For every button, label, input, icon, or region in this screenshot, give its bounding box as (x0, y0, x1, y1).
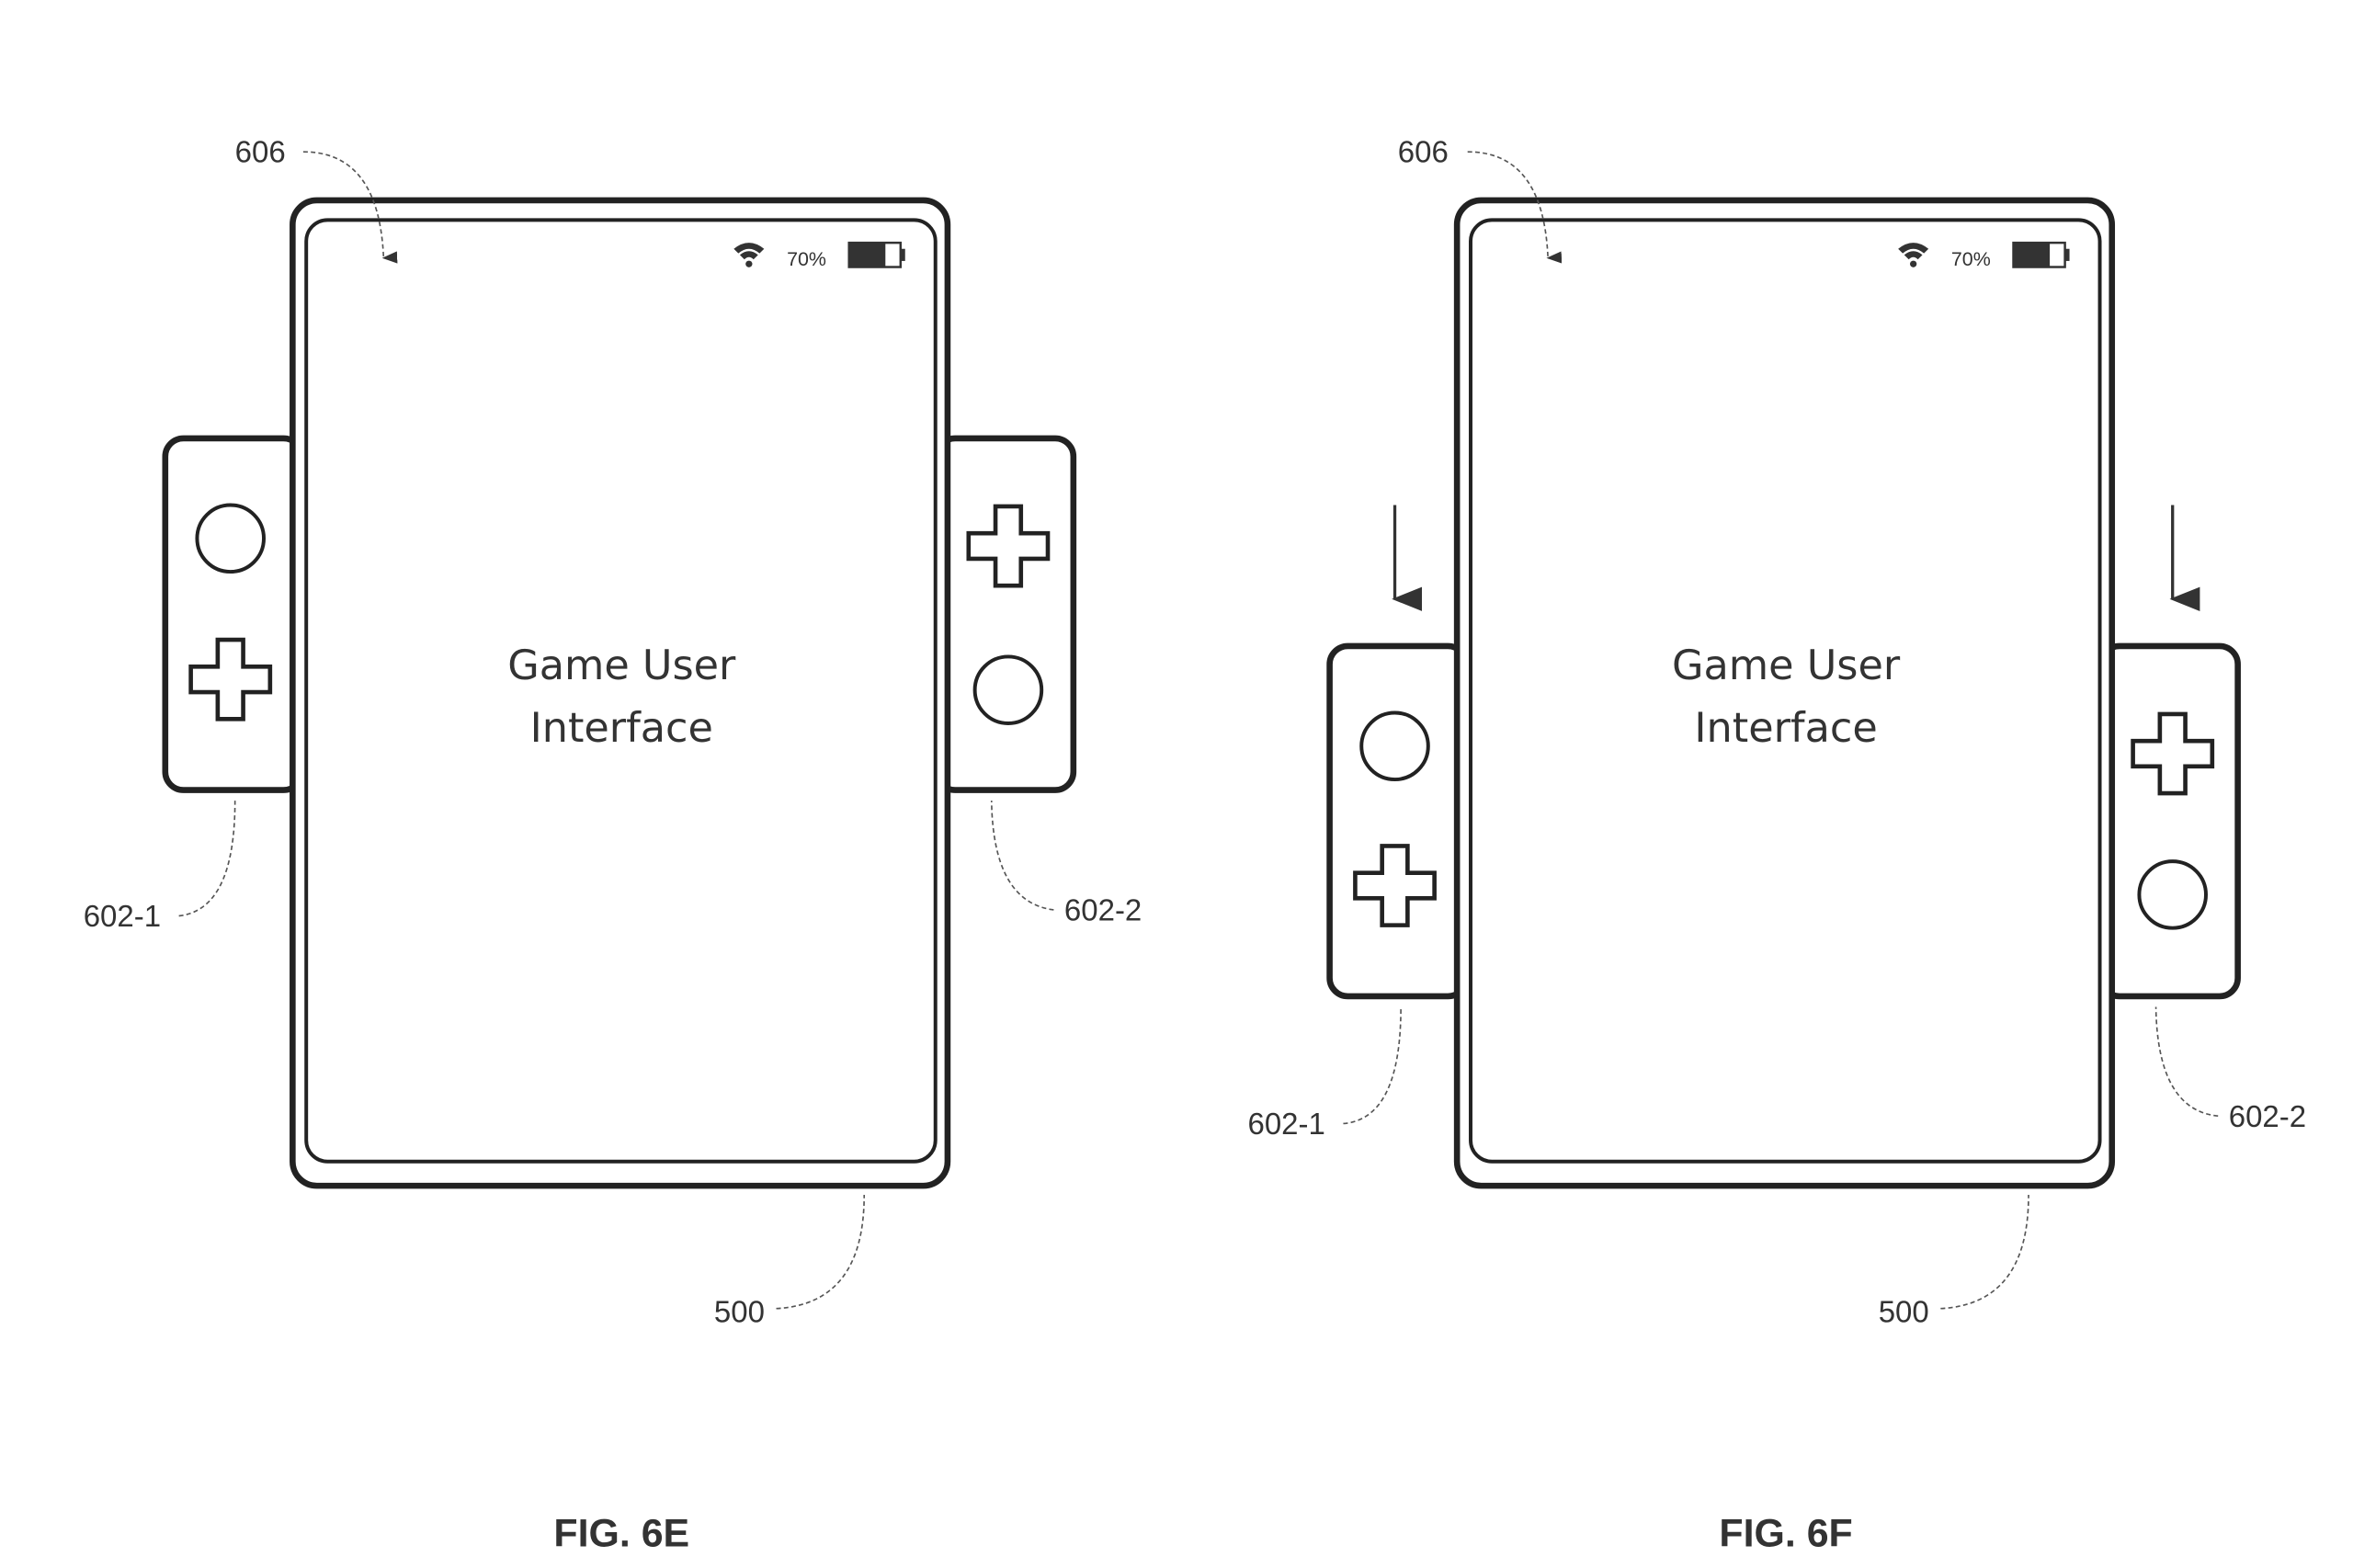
button-circle-icon (195, 503, 266, 574)
device-500 (290, 197, 951, 1189)
screen-title-line-1: Game User (1672, 642, 1901, 689)
wifi-icon (733, 243, 765, 267)
button-circle-icon (2137, 859, 2208, 930)
status-bar: 70% (1898, 241, 2070, 270)
button-circle-icon (1359, 710, 1430, 782)
battery-icon (2012, 241, 2070, 268)
wifi-icon (1898, 243, 1929, 267)
label-606: 606 (1398, 135, 1449, 169)
label-602-2: 602-2 (2229, 1099, 2306, 1133)
figure-caption: FIG. 6F (1719, 1512, 1852, 1556)
battery-percent: 70% (787, 248, 826, 270)
label-602-2: 602-2 (1064, 892, 1142, 926)
label-500: 500 (714, 1295, 765, 1329)
device-screen (1469, 218, 2102, 1164)
right-controller (2097, 642, 2241, 1000)
label-602-1: 602-1 (1248, 1107, 1325, 1141)
screen-title-line-1: Game User (507, 642, 736, 689)
battery-icon (847, 241, 905, 268)
right-controller (934, 435, 1077, 793)
device-screen (304, 218, 938, 1164)
label-500: 500 (1879, 1295, 1929, 1329)
screen-title-line-2: Interface (530, 704, 713, 752)
label-606: 606 (235, 135, 286, 169)
button-circle-icon (972, 654, 1044, 725)
battery-percent: 70% (1951, 248, 1991, 270)
left-controller (1326, 642, 1470, 1000)
label-602-1: 602-1 (84, 899, 161, 933)
figure-caption: FIG. 6E (553, 1512, 689, 1556)
status-bar: 70% (733, 241, 905, 270)
figure-6f: 70% Game User Interface 606 602-1 602-2 … (1248, 135, 2307, 1556)
figure-6e: 70% Game User Interface 606 602-1 602-2 … (84, 135, 1142, 1556)
device-500 (1453, 197, 2116, 1189)
left-controller (162, 435, 305, 793)
screen-title-line-2: Interface (1694, 704, 1877, 752)
